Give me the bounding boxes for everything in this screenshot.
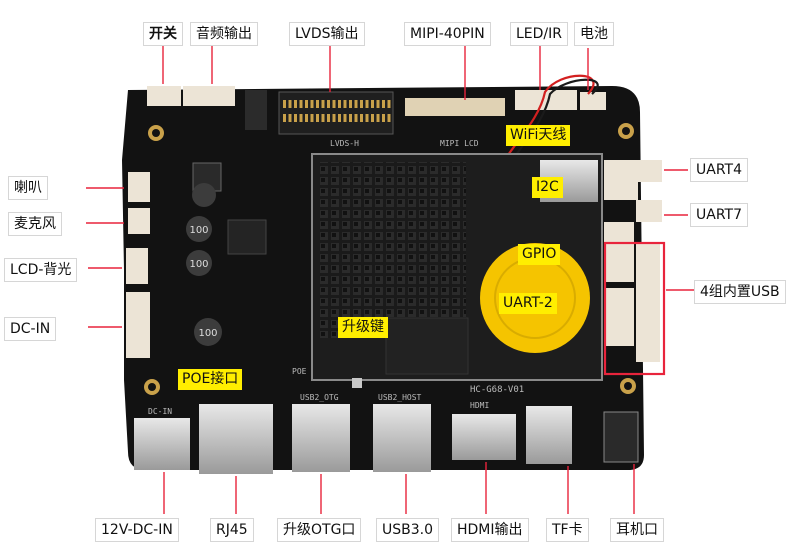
- lvds-pin: [354, 100, 358, 108]
- lvds-pin: [349, 114, 352, 122]
- label-wifi: WiFi天线: [506, 125, 571, 146]
- lvds-pin: [376, 100, 380, 108]
- inductor-label: 100: [189, 259, 208, 270]
- silk-usb-host: USB2_HOST: [378, 393, 422, 402]
- lvds-pin: [360, 114, 363, 122]
- label-hdmi: HDMI输出: [451, 518, 529, 542]
- label-speaker: 喇叭: [8, 176, 48, 200]
- lvds-pin: [354, 114, 358, 122]
- lvds-pin: [371, 100, 374, 108]
- power-inductors: [186, 162, 267, 346]
- inductor-label: 100: [198, 328, 217, 339]
- lvds-pins: [283, 100, 391, 122]
- lvds-pin: [360, 100, 363, 108]
- heatsink-fins: [320, 162, 466, 338]
- label-tf: TF卡: [546, 518, 589, 542]
- lvds-pin: [288, 114, 292, 122]
- lvds-pin: [283, 100, 286, 108]
- lvds-pin: [299, 100, 303, 108]
- lvds-pin: [294, 100, 297, 108]
- lvds-pin: [299, 114, 303, 122]
- lvds-pin: [365, 114, 369, 122]
- lvds-pin: [387, 114, 391, 122]
- label-uart7: UART7: [690, 203, 748, 227]
- lvds-pin: [321, 100, 325, 108]
- label-usb4: 4组内置USB: [694, 280, 786, 304]
- label-dc-in: DC-IN: [4, 317, 57, 341]
- silk-dcin: DC-IN: [148, 407, 172, 416]
- left-connectors: [126, 172, 150, 358]
- label-uart4: UART4: [690, 158, 748, 182]
- usb-internal-box: [603, 241, 666, 376]
- lvds-pin: [338, 114, 341, 122]
- label-earphone: 耳机口: [610, 518, 664, 542]
- label-poe: POE接口: [178, 369, 243, 390]
- label-arrows: [86, 44, 694, 514]
- bottom-ports: [134, 404, 639, 474]
- label-mipi: MIPI-40PIN: [404, 22, 491, 46]
- lvds-pin: [305, 114, 308, 122]
- lvds-pin: [327, 114, 330, 122]
- lvds-pin: [382, 114, 385, 122]
- label-i2c: I2C: [532, 177, 563, 198]
- lvds-pin: [376, 114, 380, 122]
- lvds-pin: [343, 100, 347, 108]
- label-upgrade-key: 升级键: [338, 317, 388, 338]
- right-connectors: [604, 160, 662, 362]
- lvds-pin: [305, 100, 308, 108]
- label-usb3: USB3.0: [376, 518, 440, 542]
- top-connectors: [147, 86, 606, 135]
- lvds-pin: [283, 114, 286, 122]
- lvds-pin: [365, 100, 369, 108]
- lvds-pin: [316, 100, 319, 108]
- lvds-pin: [382, 100, 385, 108]
- label-led-ir: LED/IR: [510, 22, 568, 46]
- silk-usb-otg: USB2_OTG: [300, 393, 339, 402]
- lvds-pin: [387, 100, 391, 108]
- lvds-pin: [294, 114, 297, 122]
- label-audio-out: 音频输出: [190, 22, 258, 46]
- label-otg: 升级OTG口: [277, 518, 362, 542]
- label-mic: 麦克风: [8, 212, 62, 236]
- lvds-pin: [327, 100, 330, 108]
- lvds-pin: [316, 114, 319, 122]
- lvds-pin: [343, 114, 347, 122]
- label-battery: 电池: [574, 22, 614, 46]
- inductor-label: 100: [189, 225, 208, 236]
- lvds-pin: [310, 114, 314, 122]
- lvds-pin: [332, 100, 336, 108]
- lvds-pin: [288, 100, 292, 108]
- lvds-pin: [349, 100, 352, 108]
- silk-hdmi: HDMI: [470, 401, 489, 410]
- lvds-pin: [332, 114, 336, 122]
- silk-mipi: MIPI LCD: [440, 139, 479, 148]
- label-dc12: 12V-DC-IN: [95, 518, 179, 542]
- silk-model: HC-G68-V01: [470, 385, 524, 395]
- upgrade-button: [352, 378, 362, 388]
- label-switch: 开关: [143, 22, 183, 46]
- label-lvds-out: LVDS输出: [289, 22, 365, 46]
- lvds-pin: [338, 100, 341, 108]
- label-lcd-backlight: LCD-背光: [4, 258, 78, 282]
- label-rj45: RJ45: [210, 518, 254, 542]
- label-uart2: UART-2: [499, 293, 557, 314]
- lvds-pin: [371, 114, 374, 122]
- silk-poe: POE: [292, 367, 307, 376]
- lvds-pin: [310, 100, 314, 108]
- silk-lvds: LVDS-H: [330, 139, 359, 148]
- lvds-pin: [321, 114, 325, 122]
- label-gpio: GPIO: [518, 244, 561, 265]
